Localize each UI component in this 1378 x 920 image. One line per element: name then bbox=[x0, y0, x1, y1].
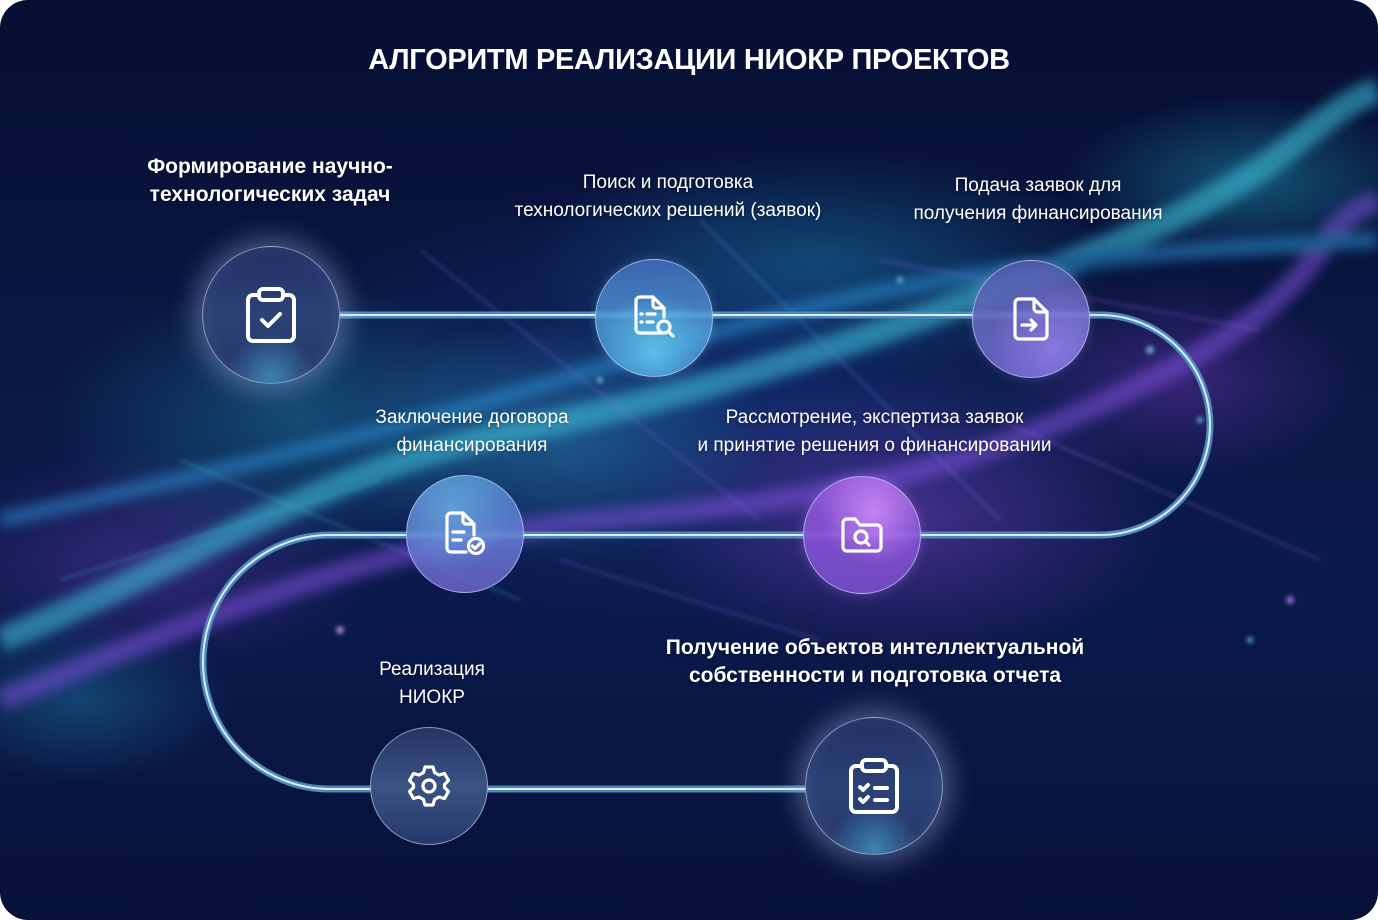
step-4-label-line-2: и принятие решения о финансировании bbox=[697, 435, 1052, 456]
document-search-icon bbox=[634, 295, 675, 338]
step-4-label: Рассмотрение, экспертиза заявок и принят… bbox=[652, 404, 1097, 460]
page-title: АЛГОРИТМ РЕАЛИЗАЦИИ НИОКР ПРОЕКТОВ bbox=[368, 44, 1010, 76]
step-2-label-line-2: технологических решений (заявок) bbox=[514, 200, 822, 221]
step-1-label-line-2: технологических задач bbox=[149, 183, 391, 206]
step-3-node bbox=[972, 260, 1090, 378]
document-check-icon bbox=[445, 511, 486, 556]
gear-icon bbox=[407, 765, 451, 807]
step-6-node bbox=[370, 727, 488, 845]
step-6-label-line-2: НИОКР bbox=[399, 687, 465, 708]
document-arrow-right-icon bbox=[1013, 297, 1049, 341]
step-2-label: Поиск и подготовка технологических решен… bbox=[468, 169, 868, 225]
folder-search-icon bbox=[841, 517, 883, 553]
clipboard-list-icon bbox=[849, 758, 899, 814]
step-7-label-line-2: собственности и подготовка отчета bbox=[688, 664, 1062, 687]
step-2-label-line-1: Поиск и подготовка bbox=[582, 172, 754, 193]
step-1-node bbox=[202, 246, 340, 384]
step-7-label-line-1: Получение объектов интеллектуальной bbox=[665, 636, 1085, 659]
step-1-label-line-1: Формирование научно- bbox=[147, 155, 393, 178]
step-1-label: Формирование научно- технологических зад… bbox=[110, 153, 430, 209]
clipboard-check-icon bbox=[246, 287, 296, 343]
step-5-label-line-2: финансирования bbox=[396, 435, 548, 456]
step-3-label-line-2: получения финансирования bbox=[913, 203, 1163, 224]
step-5-node bbox=[406, 475, 524, 593]
step-4-node bbox=[803, 476, 921, 594]
step-3-label-line-1: Подача заявок для bbox=[954, 175, 1122, 196]
step-7-label: Получение объектов интеллектуальной собс… bbox=[620, 634, 1130, 690]
step-2-node bbox=[595, 259, 713, 377]
step-4-label-line-1: Рассмотрение, экспертиза заявок bbox=[725, 407, 1024, 428]
step-6-label-line-1: Реализация bbox=[379, 659, 485, 680]
step-3-label: Подача заявок для получения финансирован… bbox=[878, 172, 1198, 228]
step-5-label: Заключение договора финансирования bbox=[332, 404, 612, 460]
step-5-label-line-1: Заключение договора bbox=[375, 407, 569, 428]
step-6-label: Реализация НИОКР bbox=[332, 656, 532, 712]
step-7-node bbox=[805, 717, 943, 855]
